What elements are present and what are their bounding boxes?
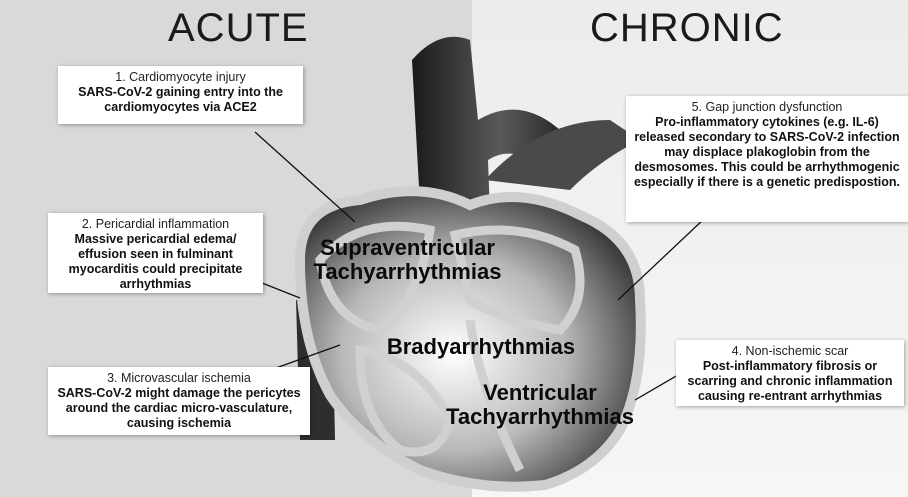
callout-title: 4. Non-ischemic scar (682, 344, 898, 359)
label-ventricular-tachyarrhythmias: Ventricular Tachyarrhythmias (440, 381, 640, 429)
callout-title: 3. Microvascular ischemia (54, 371, 304, 386)
callout-title: 1. Cardiomyocyte injury (64, 70, 297, 85)
callout-body: Massive pericardial edema/ effusion seen… (54, 232, 257, 292)
callout-gap-junction-dysfunction: 5. Gap junction dysfunction Pro-inflamma… (626, 96, 908, 222)
pointer-line-1 (255, 132, 355, 222)
callout-title: 2. Pericardial inflammation (54, 217, 257, 232)
callout-body: Post-inflammatory fibrosis or scarring a… (682, 359, 898, 404)
callout-microvascular-ischemia: 3. Microvascular ischemia SARS-CoV-2 mig… (48, 367, 310, 435)
pointer-line-2 (262, 283, 300, 298)
label-bradyarrhythmias: Bradyarrhythmias (376, 335, 586, 359)
callout-non-ischemic-scar: 4. Non-ischemic scar Post-inflammatory f… (676, 340, 904, 406)
callout-cardiomyocyte-injury: 1. Cardiomyocyte injury SARS-CoV-2 gaini… (58, 66, 303, 124)
callout-body: SARS-CoV-2 gaining entry into the cardio… (64, 85, 297, 115)
label-supraventricular-tachyarrhythmias: Supraventricular Tachyarrhythmias (305, 236, 510, 284)
callout-body: Pro-inflammatory cytokines (e.g. IL-6) r… (632, 115, 902, 190)
callout-pericardial-inflammation: 2. Pericardial inflammation Massive peri… (48, 213, 263, 293)
callout-title: 5. Gap junction dysfunction (632, 100, 902, 115)
callout-body: SARS-CoV-2 might damage the pericytes ar… (54, 386, 304, 431)
